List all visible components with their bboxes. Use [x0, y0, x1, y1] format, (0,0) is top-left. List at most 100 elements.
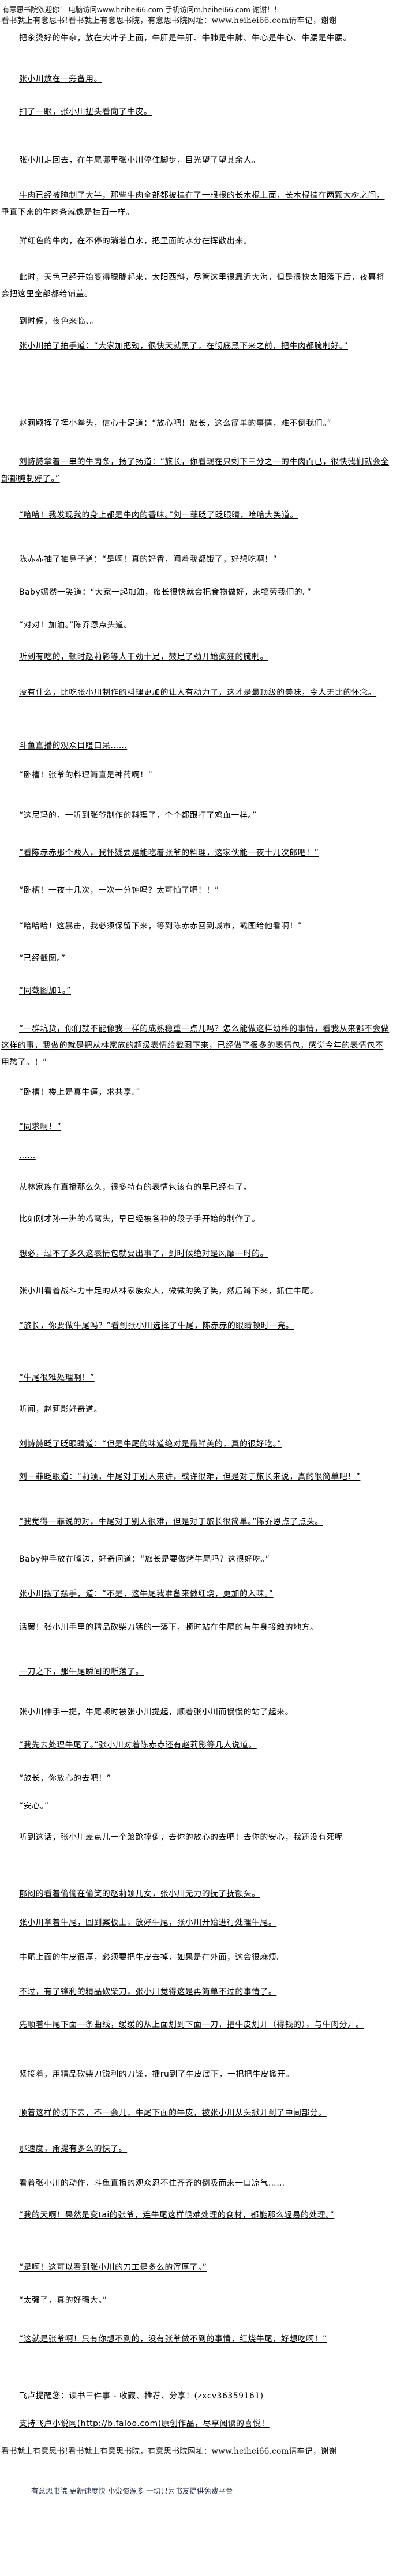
chapter-paragraph: “对对！加油。”陈乔恩点头道。 [19, 617, 391, 634]
chapter-paragraph: …… [19, 1148, 391, 1164]
chapter-paragraph: “已经截图。” [1, 950, 391, 967]
chapter-paragraph: “安心。” [19, 1798, 391, 1815]
paragraph-text: “看陈赤赤那个贱人，我怀疑要是能吃着张爷的料理，这家伙能一夜十几次郎吧！” [19, 848, 319, 858]
chapter-paragraph: Baby嫣然一笑道：“大家一起加油，旅长很快就会把食物做好，来犒劳我们的。” [19, 584, 391, 601]
chapter-paragraph: 陈赤赤抽了抽鼻子道：“是啊！真的好香，闻着我都饿了，好想吃啊！” [19, 551, 391, 568]
chapter-paragraph: 刘一菲眨眼道：“莉颖，牛尾对于别人来讲，或许很难，但是对于旅长来说，真的很简单吧… [1, 1469, 391, 1486]
paragraph-text: 张小川拿着牛尾，回到案板上，放好牛尾，张小川开始进行处理牛尾。 [19, 1918, 277, 1927]
chapter-paragraph: “卧槽！楼上是真牛逼，求共享。” [19, 1084, 391, 1101]
chapter-paragraph: “同截图加1。” [1, 983, 391, 999]
paragraph-text: 郁闷的看着偷偷在偷笑的赵莉颖几女，张小川无力的抚了抚额头。 [19, 1889, 260, 1898]
paragraph-text: 刘詩詩拿着一串的牛肉条，扬了扬道：“旅长，你看现在只剩下三分之一的牛肉而已，很快… [1, 457, 390, 483]
paragraph-text: “我觉得一菲说的对，牛尾对于别人很难，但是对于旅长很简单。”陈乔恩点了点头。 [19, 1517, 323, 1526]
paragraph-text: 牛肉已经被腌制了大半，那些牛肉全部都被挂在了一根根的长木棍上面，长木棍挂在两颗大… [1, 191, 385, 217]
paragraph-text: 不过，有了锋利的精品砍柴刀，张小川觉得这是再简单不过的事情了。 [19, 1987, 277, 1996]
chapter-paragraph: 比如刚才孙一洲的鸡窝头，早已经被各种的段子手开始的制作了。 [19, 1211, 391, 1228]
paragraph-text: “旅长，你放心的去吧！” [19, 1774, 111, 1783]
chapter-paragraph: 听闻，赵莉影好奇道。 [1, 1401, 391, 1418]
chapter-paragraph: 赵莉颖挥了挥小拳头，信心十足道：“放心吧！旅长，这么简单的事情，难不倒我们。” [1, 415, 391, 432]
chapter-paragraph: “卧槽！一夜十几次，一次一分钟吗？太可怕了吧！！” [19, 882, 391, 899]
chapter-paragraph: 斗鱼直播的观众目瞪口呆…… [1, 738, 391, 754]
chapter-paragraph: “旅长，你要做牛尾吗？”看到张小川选择了牛尾，陈赤赤的眼睛顿时一亮。 [19, 1318, 391, 1334]
paragraph-text: “旅长，你要做牛尾吗？”看到张小川选择了牛尾，陈赤赤的眼睛顿时一亮。 [19, 1321, 294, 1330]
paragraph-text: “卧槽！张爷的料理简直是神药啊！” [19, 770, 153, 780]
chapter-paragraph: 想必，过不了多久这表情包就要出事了，到时候绝对是风靡一时的。 [19, 1246, 391, 1262]
paragraph-text: 比如刚才孙一洲的鸡窝头，早已经被各种的段子手开始的制作了。 [19, 1214, 260, 1224]
paragraph-text: 张小川走回去，在牛尾哪里张小川停住脚步，目光望了望其余人。 [19, 156, 260, 165]
paragraph-text: 听到有吃的，顿时赵莉影等人干劲十足，鼓足了劲开始疯狂的腌制。 [19, 652, 268, 661]
welcome-banner: 有意思书院欢迎你！ 电脑访问www.heihei66.com 手机访问m.hei… [2, 5, 281, 14]
site-address-banner: 看书就上有意思书!看书就上有意思书院，有意思书院网址：www.heihei66.… [1, 16, 337, 25]
paragraph-text: Baby伸手放在嘴边，好奇问道：“旅长是要做烤牛尾吗？这很好吃。” [19, 1555, 270, 1564]
paragraph-text: 斗鱼直播的观众目瞪口呆…… [19, 741, 128, 750]
paragraph-text: “同求啊！” [19, 1122, 62, 1131]
paragraph-text: 把汆烫好的牛杂，放在大叶子上面，牛肝是牛肝、牛肺是牛肺、牛心是牛心、牛腰是牛腰。 [19, 33, 351, 43]
support-line: 支持飞卢小说网(http://b.faloo.com)原创作品，尽享阅读的喜悦！ [19, 2416, 391, 2432]
paragraph-text: 紧接着，用精品砍柴刀锐利的刀锋，插ru到了牛皮底下，一把把牛皮掀开。 [19, 2070, 294, 2079]
paragraph-text: 顺着这样的切下去，不一会儿，牛尾下面的牛皮，被张小川从头掀开到了中间部分。 [19, 2108, 327, 2118]
paragraph-text: 鲜红色的牛肉，在不停的淌着血水，把里面的水分在挥散出来。 [19, 236, 252, 246]
paragraph-text: Baby嫣然一笑道：“大家一起加油，旅长很快就会把食物做好，来犒劳我们的。” [19, 588, 312, 597]
paragraph-text: 从林家族在直播那么久，很多特有的表情包该有的早已经有了。 [19, 1183, 252, 1192]
chapter-paragraph: 张小川拍了拍手道：“大家加把劲，很快天就黑了，在彻底黑下来之前，把牛肉都腌制好。… [1, 338, 391, 355]
chapter-paragraph: “我觉得一菲说的对，牛尾对于别人很难，但是对于旅长很简单。”陈乔恩点了点头。 [1, 1514, 391, 1530]
chapter-paragraph: 张小川伸手一提，牛尾顿时被张小川提起，顺着张小川而慢慢的站了起来。 [19, 1704, 391, 1721]
paragraph-text: 张小川放在一旁备用。 [19, 74, 102, 84]
chapter-paragraph: “同求啊！” [19, 1119, 391, 1135]
paragraph-text: 一刀之下，那牛尾瞬间的断落了。 [19, 1667, 144, 1676]
paragraph-text: “我的天啊！果然是变tai的张爷，连牛尾这样很难处理的食材，都能那么轻易的处理。… [19, 2210, 335, 2220]
chapter-paragraph: 刘詩詩眨了眨眼睛道：“但是牛尾的味道绝对是最鲜美的，真的很好吃。” [1, 1436, 391, 1453]
chapter-paragraph: 牛尾上面的牛皮很厚，必须要把牛皮去掉，如果是在外面，这会很麻烦。 [1, 1949, 391, 1966]
chapter-paragraph: 到时候，夜色来临、。 [1, 313, 391, 330]
paragraph-text: “卧槽！一夜十几次，一次一分钟吗？太可怕了吧！！” [19, 886, 219, 895]
paragraph-text: 此时，天色已经开始变得朦胧起来，太阳西斜，尽管这里很靠近大海，但是很快太阳落下后… [1, 273, 385, 299]
paragraph-text: “对对！加油。”陈乔恩点头道。 [19, 621, 132, 630]
paragraph-text: “这尼玛的，一听到张爷制作的料理了，个个都跟打了鸡血一样。” [19, 811, 257, 820]
paragraph-text: “哈哈哈！这暴击，我必须保留下来，等到陈赤赤回到城市，截图给他看啊！” [19, 922, 302, 931]
paragraph-text: “同截图加1。” [19, 986, 71, 995]
footer-site-banner: 看书就上有意思书!看书就上有意思书院，有意思书院网址：www.heihei66.… [1, 2447, 337, 2456]
chapter-paragraph: 顺着这样的切下去，不一会儿，牛尾下面的牛皮，被张小川从头掀开到了中间部分。 [19, 2105, 391, 2122]
chapter-paragraph: 张小川放在一旁备用。 [1, 71, 391, 88]
paragraph-text: “这就是张爷啊！只有你想不到的，没有张爷做不到的事情，红烧牛尾，好想吃啊！” [19, 2334, 327, 2344]
chapter-paragraph: 扫了一眼，张小川扭头看向了牛皮。 [1, 104, 391, 121]
paragraph-text: 张小川看着战斗力十足的从林家族众人，微微的笑了笑，然后蹲下来，抓住牛尾。 [19, 1287, 319, 1296]
chapter-paragraph: “旅长，你放心的去吧！” [19, 1770, 391, 1787]
paragraph-text: 牛尾上面的牛皮很厚，必须要把牛皮去掉，如果是在外面，这会很麻烦。 [19, 1953, 285, 1962]
footer-tagline: 有意思书院 更新速度快 小说资源多 一切只为书友提供免费平台 [31, 2487, 233, 2495]
paragraph-text: 刘詩詩眨了眨眼睛道：“但是牛尾的味道绝对是最鲜美的，真的很好吃。” [19, 1439, 282, 1449]
paragraph-text: 想必，过不了多久这表情包就要出事了，到时候绝对是风靡一时的。 [19, 1249, 268, 1258]
chapter-paragraph: 那速度，甭提有多么的快了。 [19, 2141, 391, 2157]
paragraph-text: 没有什么，比吃张小川制作的料理更加的让人有动力了，这才是最顶级的美味，令人无比的… [19, 688, 377, 697]
paragraph-text: “安心。” [19, 1802, 49, 1811]
chapter-paragraph: 先顺着牛尾下面一条曲线，缓缓的从上面划到下面一刀，把牛皮划开（得钱的），与牛肉分… [19, 2017, 391, 2033]
chapter-paragraph: “是啊！这可以看到张小川的刀工是多么的浑厚了。” [1, 2259, 391, 2276]
paragraph-text: “是啊！这可以看到张小川的刀工是多么的浑厚了。” [19, 2263, 207, 2272]
chapter-paragraph: 从林家族在直播那么久，很多特有的表情包该有的早已经有了。 [19, 1179, 391, 1196]
chapter-paragraph: 一刀之下，那牛尾瞬间的断落了。 [19, 1664, 391, 1680]
paragraph-text: “太强了，真的好强大。” [19, 2296, 107, 2305]
chapter-paragraph: 不过，有了锋利的精品砍柴刀，张小川觉得这是再简单不过的事情了。 [1, 1984, 391, 2000]
chapter-paragraph: “牛尾很难处理啊！” [1, 1370, 391, 1386]
chapter-paragraph: 没有什么，比吃张小川制作的料理更加的让人有动力了，这才是最顶级的美味，令人无比的… [1, 685, 391, 701]
paragraph-text: 陈赤赤抽了抽鼻子道：“是啊！真的好香，闻着我都饿了，好想吃啊！” [19, 555, 278, 564]
paragraph-text: 看着张小川的动作，斗鱼直播的观众忍不住齐齐的倒吸而来一口凉气…… [19, 2179, 285, 2188]
chapter-paragraph: “卧槽！张爷的料理简直是神药啊！” [1, 767, 391, 784]
paragraph-text: 那速度，甭提有多么的快了。 [19, 2144, 128, 2153]
chapter-paragraph: 听到这话，张小川差点儿一个踉跄摔倒，去你的放心的去吧！去你的安心，我还没有死呢 [19, 1829, 391, 1846]
chapter-paragraph: 张小川拿着牛尾，回到案板上，放好牛尾，张小川开始进行处理牛尾。 [1, 1915, 391, 1931]
chapter-paragraph: “我先去处理牛尾了。”张小川对着陈赤赤还有赵莉影等几人说道。 [19, 1737, 391, 1754]
reminder-text: 飞卢提醒您：读书三件事 - 收藏、推荐、分享！(zxcv36359161) [19, 2391, 264, 2401]
chapter-paragraph: 牛肉已经被腌制了大半，那些牛肉全部都被挂在了一根根的长木棍上面，长木棍挂在两颗大… [1, 187, 391, 221]
chapter-paragraph: 郁闷的看着偷偷在偷笑的赵莉颖几女，张小川无力的抚了抚额头。 [1, 1886, 391, 1902]
paragraph-text: “哈哈！我发现我的身上都是牛肉的香味。”刘一菲眨了眨眼睛，哈哈大笑道。 [19, 510, 298, 520]
support-text[interactable]: 支持飞卢小说网(http://b.faloo.com)原创作品，尽享阅读的喜悦！ [19, 2419, 270, 2428]
paragraph-text: “已经截图。” [19, 954, 66, 963]
chapter-paragraph: 听到有吃的，顿时赵莉影等人干劲十足，鼓足了劲开始疯狂的腌制。 [19, 649, 391, 665]
paragraph-text: 到时候，夜色来临、。 [19, 317, 99, 326]
paragraph-text: “卧槽！楼上是真牛逼，求共享。” [19, 1088, 141, 1097]
paragraph-text: 听闻，赵莉影好奇道。 [19, 1405, 102, 1414]
paragraph-text: …… [19, 1151, 36, 1160]
paragraph-text: 话罢！张小川手里的精品砍柴刀猛的一落下，顿时站在牛尾的与牛身接触的地方。 [19, 1623, 319, 1632]
paragraph-text: “牛尾很难处理啊！” [19, 1373, 95, 1382]
